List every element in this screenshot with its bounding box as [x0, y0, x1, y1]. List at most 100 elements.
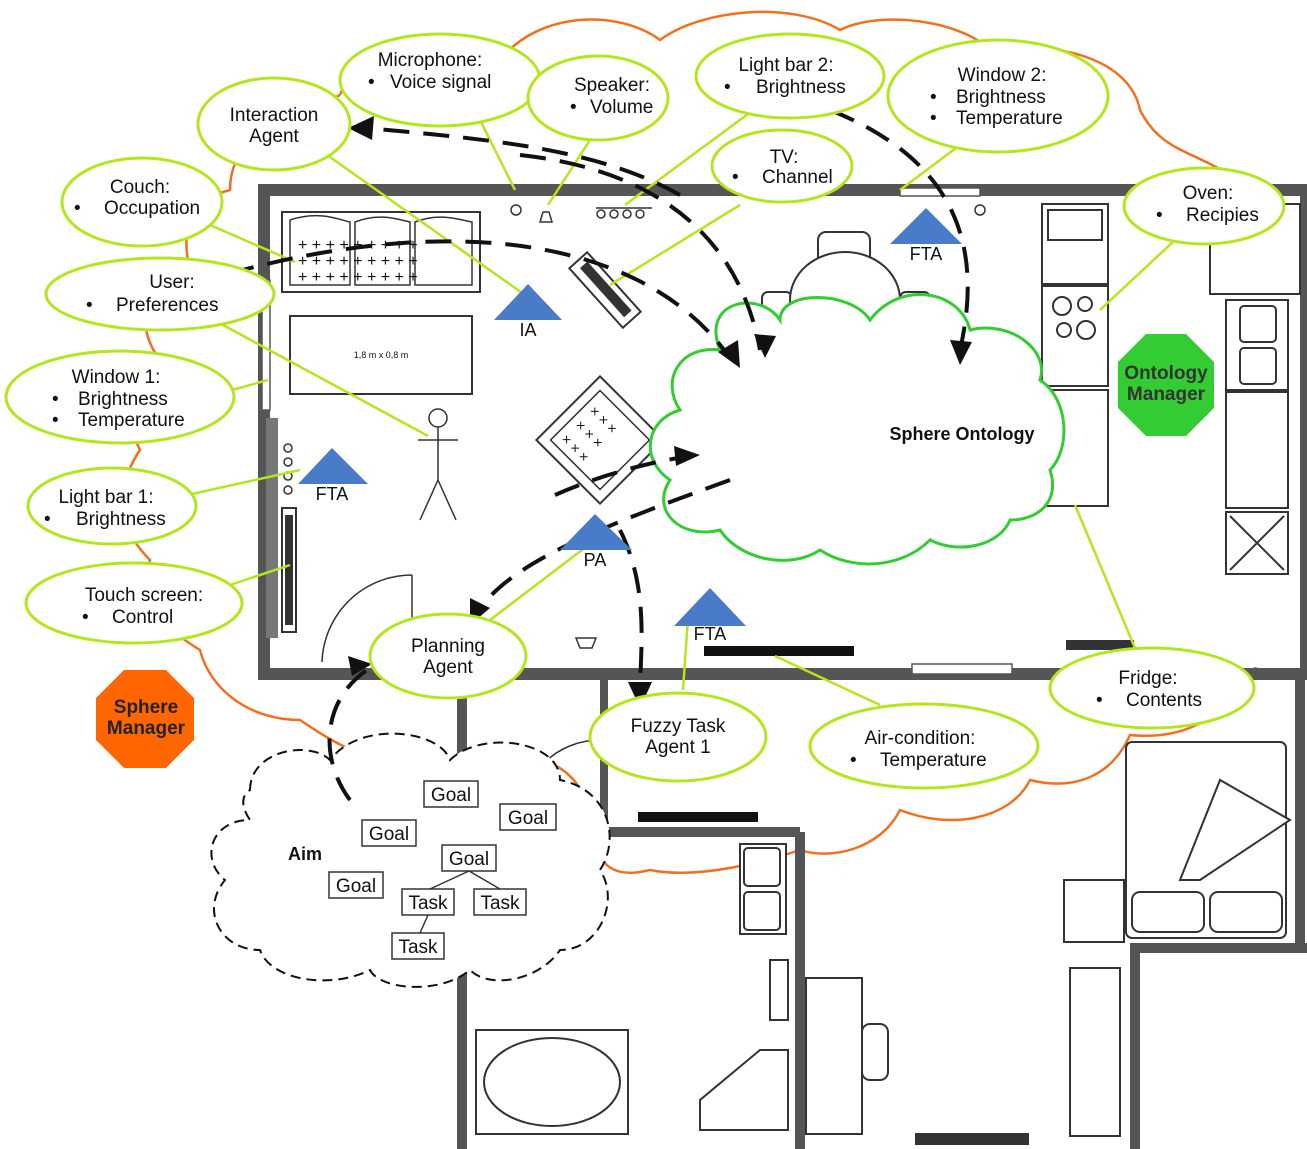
callout-connectors — [191, 103, 1176, 707]
task-box — [391, 932, 445, 960]
light-bar-2-bulb — [622, 209, 632, 219]
goal-label: Goal — [431, 785, 471, 806]
pa-agent-label: PA — [584, 550, 607, 570]
task-label: Task — [398, 937, 438, 958]
right-cabinet — [1225, 391, 1289, 509]
connector-fridge — [1073, 504, 1142, 661]
connector-window1 — [231, 378, 269, 392]
light-bar-1-bulb — [283, 457, 293, 467]
pillow — [1209, 891, 1283, 933]
user-head — [428, 408, 448, 428]
aim-label: Aim — [288, 844, 322, 864]
goal-box — [361, 819, 417, 847]
speaker-title: Speaker: — [574, 75, 650, 96]
bullet: • — [82, 607, 89, 628]
desk-chair — [861, 1023, 889, 1081]
window2-callout — [886, 38, 1110, 154]
window2-item: Temperature — [956, 108, 1063, 129]
connector-window2 — [899, 144, 961, 191]
couch-pattern: + + + + + + + + + — [298, 253, 418, 270]
user-item: Preferences — [116, 295, 218, 316]
sphere-manager-line2: Manager — [107, 718, 186, 739]
arrow-pa-to-fuzzy — [618, 529, 644, 696]
pillow — [1131, 891, 1205, 933]
aim-task-links — [419, 870, 501, 934]
aircon-callout — [808, 702, 1040, 790]
connector-oven — [1099, 239, 1176, 311]
couch-callout — [60, 156, 224, 248]
sink-basin — [1239, 347, 1277, 385]
duvet-fold — [1178, 778, 1292, 881]
interaction-agent-callout — [196, 76, 352, 172]
light-bar-1-bulb — [283, 485, 293, 495]
arrowhead — [348, 116, 374, 140]
connector-microphone — [478, 119, 517, 191]
planning-agent-title2: Agent — [423, 657, 473, 678]
bullet: • — [368, 72, 375, 93]
user-leg-right — [437, 479, 457, 521]
task-label: Task — [408, 893, 448, 914]
oven-item: Recipies — [1186, 205, 1259, 226]
bullet: • — [52, 410, 59, 431]
aim-cloud — [210, 732, 611, 988]
sphere-manager-line1: Sphere — [114, 697, 178, 718]
touch-screen-panel — [285, 515, 293, 625]
stove-burner — [1077, 296, 1093, 312]
lightbar1-title: Light bar 1: — [58, 487, 153, 508]
bullet: • — [930, 87, 937, 108]
goal-box — [423, 780, 479, 808]
fta-bottom-agent-triangle — [674, 588, 746, 626]
bullet: • — [74, 198, 81, 219]
pa-agent-triangle — [560, 514, 632, 550]
fuzzy-agent-title: Fuzzy Task — [631, 716, 726, 737]
lightbar1-callout — [26, 466, 198, 546]
bullet: • — [1096, 690, 1103, 711]
fta-top-agent-triangle — [890, 208, 962, 244]
connector-aircon — [774, 654, 881, 707]
connector-fuzzy — [681, 617, 690, 691]
bullet: • — [570, 97, 577, 118]
bedroom-radiator — [915, 1133, 1029, 1145]
window2-item: Brightness — [956, 87, 1046, 108]
bathroom-radiator — [638, 812, 758, 822]
microwave — [1047, 209, 1103, 241]
ontology-manager: Ontology Manager — [1118, 334, 1214, 436]
arrow-interaction-to-ontology — [519, 153, 762, 351]
sphere-manager-octagon — [96, 670, 194, 768]
goal-task-link — [468, 870, 501, 890]
radiator — [1066, 640, 1134, 650]
bathroom — [475, 843, 789, 1135]
bullet: • — [930, 108, 937, 129]
bullet: • — [732, 167, 739, 188]
window2-title: Window 2: — [958, 65, 1047, 86]
communication-arrows — [189, 108, 970, 802]
ia-agent-triangle — [494, 284, 562, 320]
tv-item: Channel — [762, 167, 833, 188]
fridge-item: Contents — [1126, 690, 1202, 711]
air-conditioner-device — [704, 646, 854, 656]
connector-lightbar1 — [191, 468, 301, 496]
bullet: • — [850, 750, 857, 771]
connector-couch — [209, 223, 296, 264]
couch-item: Occupation — [104, 198, 200, 219]
couch-pattern: + + + + + + + + + — [298, 269, 418, 286]
bullet: • — [1156, 205, 1163, 226]
armchair-seat — [549, 389, 651, 491]
oven-callout — [1122, 166, 1286, 246]
task-box — [401, 888, 455, 916]
bedroom — [805, 741, 1292, 1145]
user-title: User: — [149, 272, 194, 293]
bath-shelf — [769, 959, 789, 1021]
user-callout — [44, 256, 276, 332]
bullet: • — [724, 77, 731, 98]
arrow-lightbar-to-interaction — [364, 126, 681, 197]
wardrobe — [1069, 967, 1121, 1137]
window1-item: Temperature — [78, 410, 185, 431]
fta-left-agent-triangle — [298, 448, 368, 484]
planning-agent-callout — [368, 612, 528, 700]
ontology-manager-octagon — [1118, 334, 1214, 436]
tv-panel — [579, 261, 632, 318]
connector-interaction — [319, 148, 526, 297]
armchair: × × × × × × × × × — [534, 374, 666, 506]
arrowhead — [628, 682, 652, 708]
